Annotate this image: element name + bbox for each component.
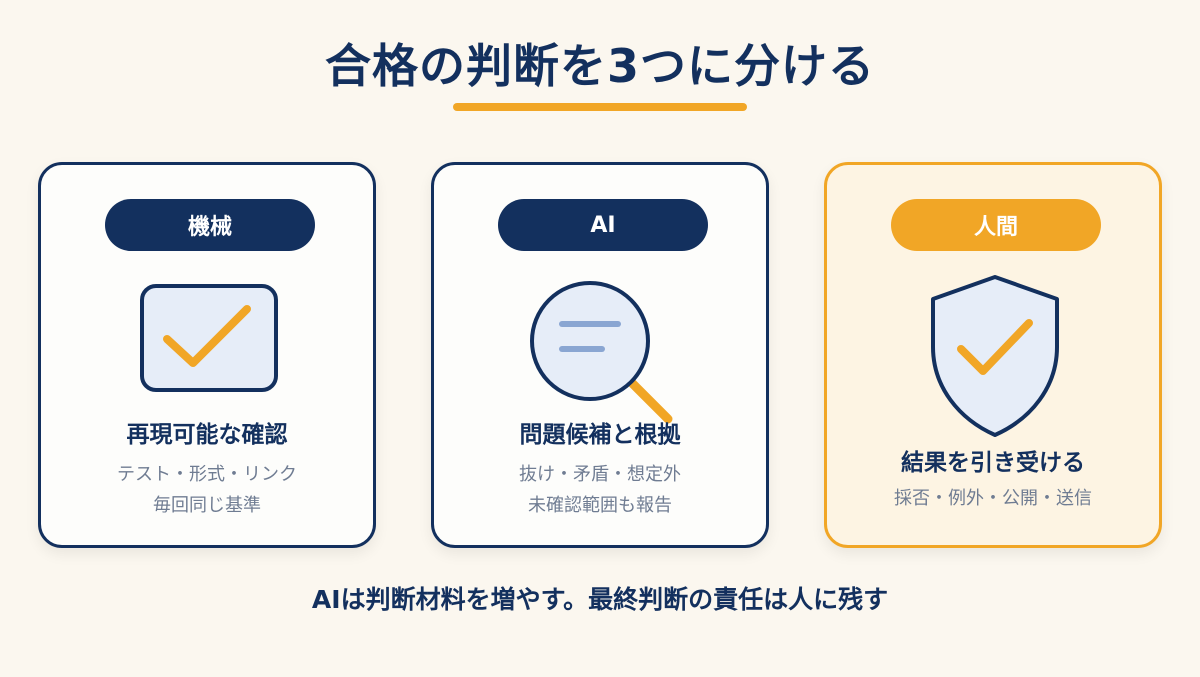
card-human-line-1: 採否・例外・公開・送信 xyxy=(894,488,1092,509)
card-ai-description: 抜け・矛盾・想定外 未確認範囲も報告 xyxy=(434,459,766,521)
card-ai-line-2: 未確認範囲も報告 xyxy=(528,495,672,516)
card-ai-label: AI xyxy=(498,199,708,251)
card-machine: 機械 再現可能な確認 テスト・形式・リンク 毎回同じ基準 xyxy=(38,162,376,548)
card-machine-label: 機械 xyxy=(105,199,315,251)
page-title: 合格の判断を3つに分ける xyxy=(324,39,875,93)
card-human-description: 採否・例外・公開・送信 xyxy=(827,483,1159,514)
card-ai-line-1: 抜け・矛盾・想定外 xyxy=(519,464,681,485)
title-underline xyxy=(453,103,747,111)
checkbox-check-icon xyxy=(140,284,278,392)
card-human-heading: 結果を引き受ける xyxy=(901,450,1085,476)
shield-check-icon xyxy=(931,275,1059,437)
card-ai: AI 問題候補と根拠 抜け・矛盾・想定外 未確認範囲も報告 xyxy=(431,162,769,548)
footer-message: AIは判断材料を増やす。最終判断の責任は人に残す xyxy=(311,585,889,614)
card-human: 人間 結果を引き受ける 採否・例外・公開・送信 xyxy=(824,162,1162,548)
card-ai-heading: 問題候補と根拠 xyxy=(519,422,681,448)
card-machine-description: テスト・形式・リンク 毎回同じ基準 xyxy=(41,459,373,521)
card-human-label: 人間 xyxy=(891,199,1101,251)
card-machine-line-2: 毎回同じ基準 xyxy=(153,495,261,516)
magnifier-icon xyxy=(530,281,673,424)
card-machine-heading: 再現可能な確認 xyxy=(126,422,288,448)
card-machine-line-1: テスト・形式・リンク xyxy=(117,464,297,485)
